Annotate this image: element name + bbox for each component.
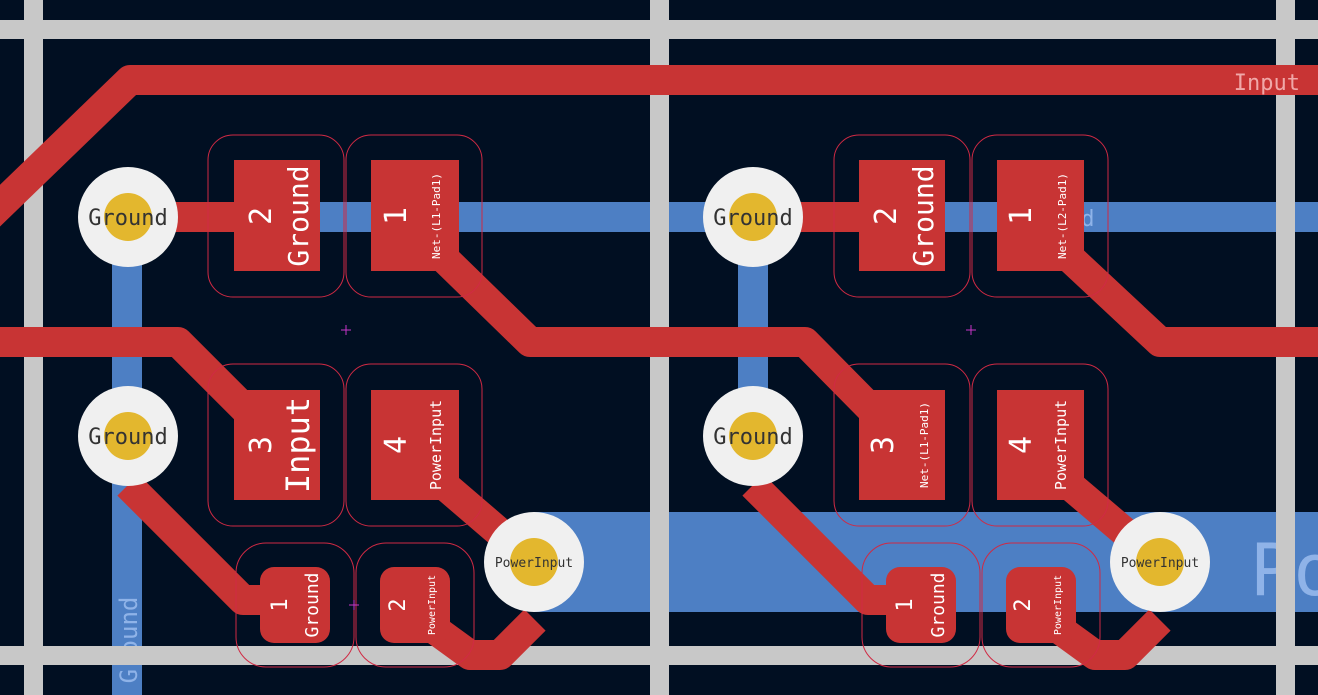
svg-text:2: 2	[869, 207, 904, 225]
courtyard-c2-pad2	[981, 542, 1101, 668]
courtyard-l2-pad2	[833, 134, 971, 298]
svg-text:PowerInput: PowerInput	[427, 400, 445, 490]
footprint-anchors	[341, 325, 976, 610]
courtyard-l1-pad3	[207, 363, 345, 527]
svg-text:Ground: Ground	[88, 425, 167, 450]
svg-text:Input: Input	[279, 397, 317, 493]
svg-text:4: 4	[379, 436, 414, 454]
svg-text:3: 3	[244, 436, 279, 454]
pad-l2-pad1[interactable]: 1 Net-(L2-Pad1)	[997, 160, 1084, 271]
pad-l2-pad3[interactable]: 3 Net-(L1-Pad1)	[859, 390, 945, 500]
svg-text:Ground: Ground	[907, 165, 940, 266]
svg-text:Ground: Ground	[302, 572, 323, 637]
pad-l1-pad4[interactable]: 4 PowerInput	[371, 390, 459, 500]
courtyard-l2-pad1	[971, 134, 1109, 298]
svg-text:2: 2	[1011, 598, 1036, 611]
courtyard-l1-pad1	[345, 134, 483, 298]
pad-c2-pad2[interactable]: 2 PowerInput	[1006, 567, 1076, 643]
svg-text:Net-(L1-Pad1): Net-(L1-Pad1)	[430, 173, 443, 259]
via-power-a[interactable]: PowerInput	[484, 512, 584, 612]
svg-text:PowerInput: PowerInput	[1053, 575, 1064, 635]
courtyard-l1-pad4	[345, 363, 483, 527]
trace-ground-c1	[117, 474, 280, 615]
trace-input-left	[0, 327, 271, 435]
courtyard-c2-pad1	[861, 542, 981, 668]
svg-text:2: 2	[386, 598, 411, 611]
courtyard-l2-pad4	[971, 363, 1109, 527]
via-power-b[interactable]: PowerInput	[1110, 512, 1210, 612]
svg-text:4: 4	[1004, 436, 1039, 454]
trace-input-top	[0, 65, 1318, 227]
svg-text:PowerInput: PowerInput	[1121, 556, 1199, 571]
svg-text:2: 2	[244, 207, 279, 225]
anchor-l2	[966, 325, 976, 335]
pad-l2-pad2[interactable]: 2 Ground	[859, 160, 945, 271]
courtyard-layer	[207, 134, 1109, 668]
pad-l1-pad2[interactable]: 2 Ground	[234, 160, 320, 271]
svg-text:Ground: Ground	[713, 206, 792, 231]
via-ground-d[interactable]: Ground	[703, 386, 803, 486]
svg-text:1: 1	[1004, 207, 1039, 225]
pad-c1-pad2[interactable]: 2 PowerInput	[380, 567, 450, 643]
via-ground-b[interactable]: Ground	[78, 386, 178, 486]
via-ground-c[interactable]: Ground	[703, 167, 803, 267]
svg-text:Net-(L1-Pad1): Net-(L1-Pad1)	[918, 402, 931, 488]
courtyard-l2-pad3	[833, 363, 971, 527]
via-ground-a[interactable]: Ground	[78, 167, 178, 267]
svg-text:3: 3	[866, 436, 901, 454]
pad-l2-pad4[interactable]: 4 PowerInput	[997, 390, 1084, 500]
svg-text:Ground: Ground	[928, 572, 949, 637]
courtyard-l1-pad2	[207, 134, 345, 298]
pad-c1-pad1[interactable]: 1 Ground	[260, 567, 330, 643]
back-net-label-ground-left: Ground	[115, 597, 143, 684]
svg-text:1: 1	[379, 207, 414, 225]
pad-l1-pad1[interactable]: 1 Net-(L1-Pad1)	[371, 160, 459, 271]
front-net-label-input: Input	[1234, 71, 1300, 96]
svg-text:Ground: Ground	[282, 165, 315, 266]
svg-text:Ground: Ground	[713, 425, 792, 450]
svg-text:PowerInput: PowerInput	[1052, 400, 1070, 490]
svg-text:Ground: Ground	[88, 206, 167, 231]
pad-c2-pad1[interactable]: 1 Ground	[886, 567, 956, 643]
svg-text:Net-(L2-Pad1): Net-(L2-Pad1)	[1056, 173, 1069, 259]
svg-text:1: 1	[893, 598, 918, 611]
svg-text:1: 1	[268, 598, 293, 611]
svg-text:PowerInput: PowerInput	[427, 575, 438, 635]
anchor-l1	[341, 325, 351, 335]
trace-net-l1-pad1	[404, 219, 891, 429]
svg-text:PowerInput: PowerInput	[495, 556, 573, 571]
anchor-c1	[349, 600, 359, 610]
pad-l1-pad3[interactable]: 3 Input	[234, 390, 320, 500]
